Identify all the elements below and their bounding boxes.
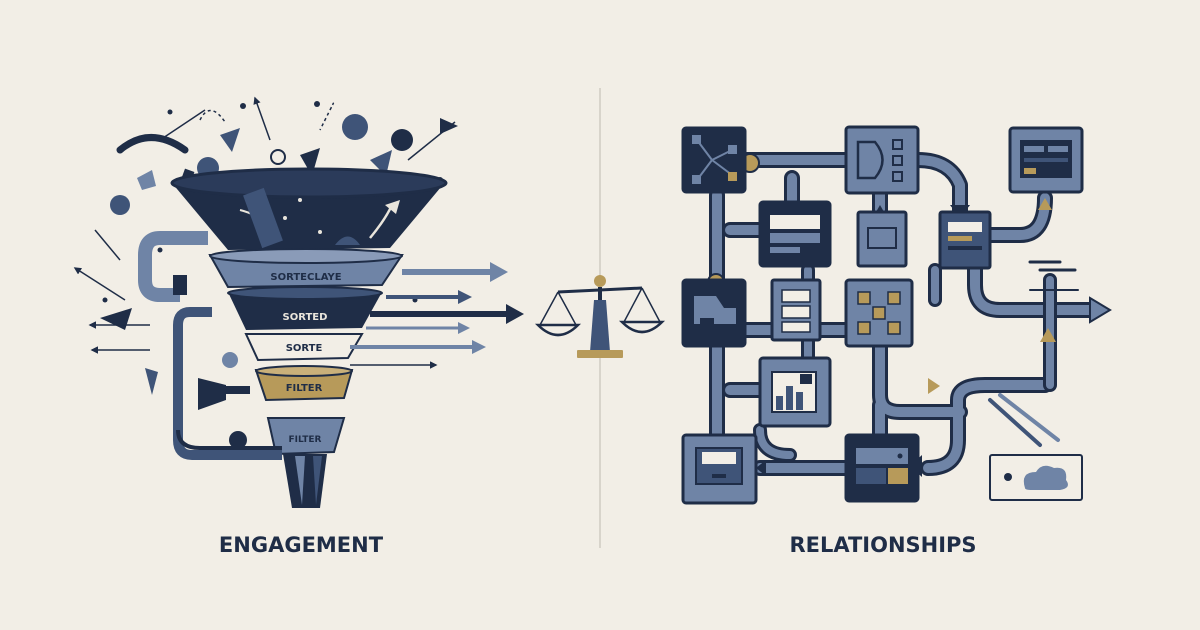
funnel-layer-5-label: FILTER — [289, 435, 322, 445]
image-frame-icon — [681, 278, 747, 348]
inbox-tray-icon — [681, 433, 758, 505]
cloud-icon — [989, 454, 1083, 501]
funnel-layer-2-label: SORTED — [283, 312, 328, 323]
grid-blocks-icon — [844, 278, 914, 348]
drawer-icon — [856, 205, 908, 268]
engagement-funnel: SORTECLAYE SORTED SORTE FILTER FILTER — [73, 96, 524, 557]
funnel-layer-4-label: FILTER — [286, 383, 323, 394]
engagement-caption: ENGAGEMENT — [219, 533, 384, 557]
panel-icon — [938, 210, 992, 270]
scattered-shapes — [73, 96, 458, 449]
database-icon — [844, 433, 920, 503]
funnel-layer-3-label: SORTE — [286, 343, 323, 354]
network-graph-icon — [681, 126, 747, 194]
window-panel-icon — [1008, 126, 1084, 194]
folder-chart-icon — [758, 356, 832, 428]
server-rack-icon — [770, 278, 822, 342]
funnel-layer-1-label: SORTECLAYE — [270, 272, 341, 283]
balance-scale-icon — [534, 275, 666, 358]
connector-pipes — [709, 152, 1100, 476]
relationships-caption: RELATIONSHIPS — [789, 533, 976, 557]
logic-gate-icon — [844, 125, 920, 195]
output-arrows — [350, 262, 524, 369]
relationships-network: RELATIONSHIPS — [681, 125, 1112, 557]
funnel-top — [172, 181, 446, 250]
form-panel-icon — [758, 200, 832, 268]
